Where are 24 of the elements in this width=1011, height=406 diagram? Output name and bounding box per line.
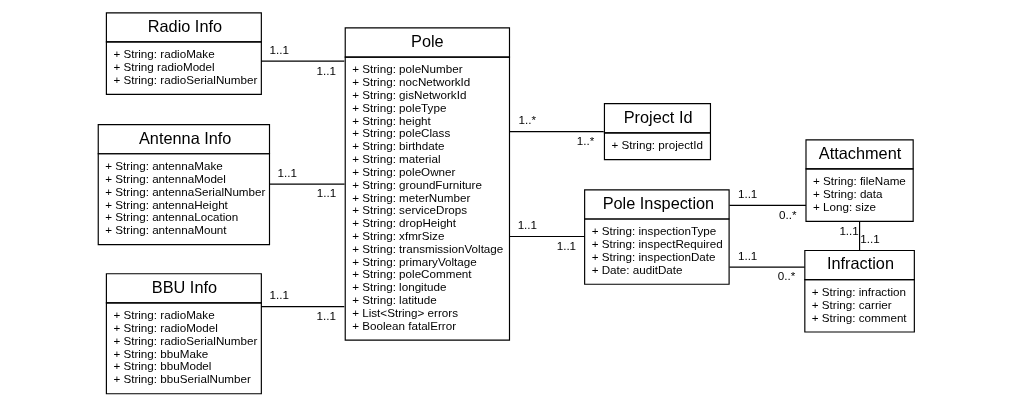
connector <box>259 306 345 308</box>
connector <box>259 60 345 62</box>
connector <box>728 266 805 268</box>
label: 1..1 <box>316 186 336 200</box>
label: 1..1 <box>737 186 757 200</box>
label: 1..1 <box>737 248 757 262</box>
label: 1..1 <box>268 288 289 302</box>
label: 1..1 <box>315 309 336 323</box>
label: 1..1 <box>556 238 576 252</box>
label: 1..1 <box>277 165 297 179</box>
connector <box>508 235 585 238</box>
connector <box>858 220 860 251</box>
label: 1..1 <box>838 223 859 237</box>
label: 1..1 <box>517 217 537 231</box>
connector <box>728 204 806 206</box>
label: 0..* <box>778 207 796 221</box>
connector <box>508 131 604 133</box>
label: 1..* <box>576 134 594 148</box>
label: 1..* <box>518 113 536 127</box>
label: 1..1 <box>315 63 336 77</box>
connector <box>268 183 345 185</box>
label: 0..* <box>777 269 795 283</box>
label: 1..1 <box>268 42 289 56</box>
label: 1..1 <box>859 231 880 245</box>
